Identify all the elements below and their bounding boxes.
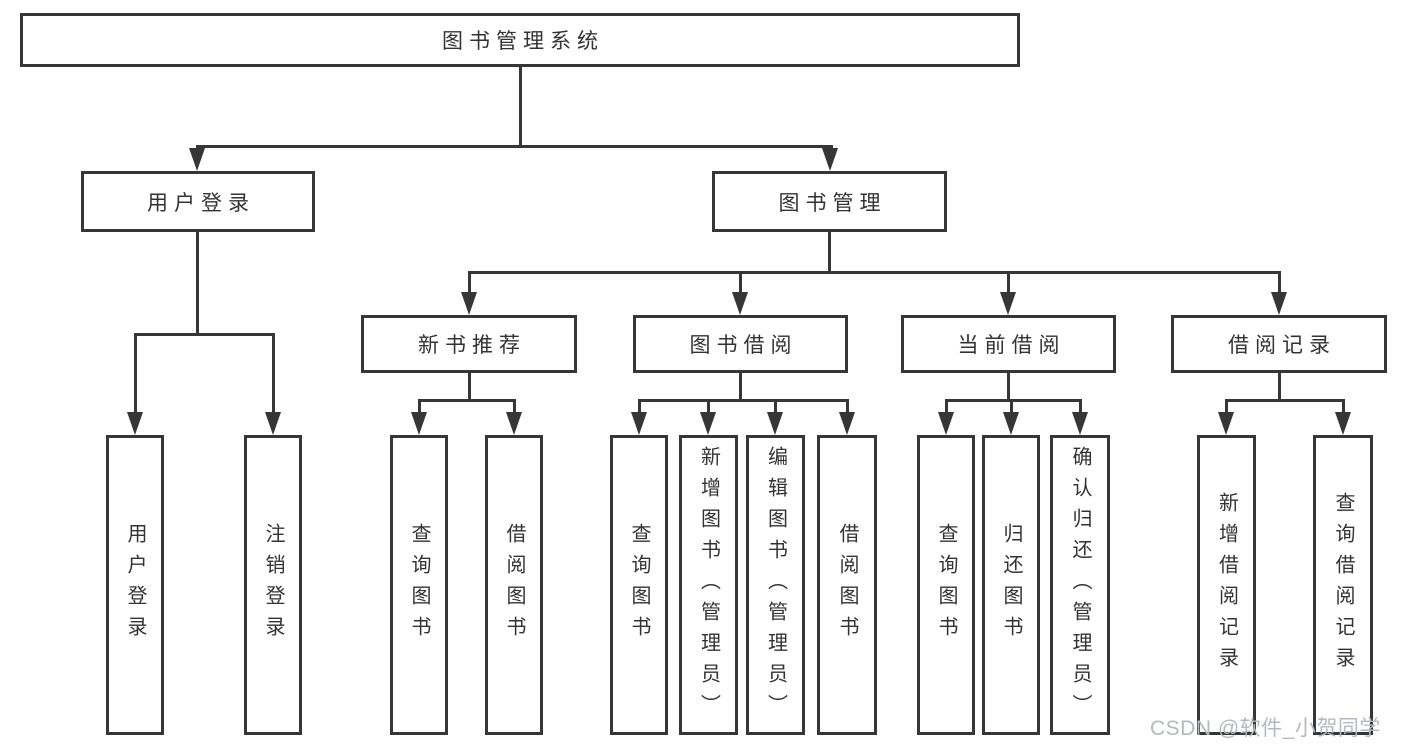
leaf-label: 查询借阅记录 bbox=[1332, 492, 1354, 678]
connector-line bbox=[1225, 399, 1228, 416]
connector-line bbox=[1079, 399, 1082, 416]
node-book-management: 图书管理 bbox=[712, 171, 947, 232]
leaf-query-books-current: 查询图书 bbox=[917, 435, 975, 735]
leaf-borrow-books: 借阅图书 bbox=[817, 435, 877, 735]
leaf-borrow-books-recommend: 借阅图书 bbox=[485, 435, 543, 735]
node-current-borrow: 当前借阅 bbox=[901, 315, 1116, 373]
connector-line bbox=[1278, 271, 1281, 297]
arrow-down-icon bbox=[1003, 412, 1019, 435]
arrow-down-icon bbox=[189, 148, 205, 171]
connector-line bbox=[846, 399, 849, 416]
connector-line bbox=[468, 271, 471, 297]
arrow-down-icon bbox=[822, 148, 838, 171]
node-new-book-recommend-label: 新书推荐 bbox=[418, 334, 526, 357]
node-borrow-records: 借阅记录 bbox=[1171, 315, 1387, 373]
leaf-query-books-recommend: 查询图书 bbox=[390, 435, 448, 735]
leaf-label: 新增借阅记录 bbox=[1215, 492, 1238, 678]
leaf-label: 确认归还（管理员） bbox=[1069, 445, 1091, 725]
connector-line bbox=[1342, 399, 1345, 416]
connector-line bbox=[418, 399, 421, 416]
leaf-label: 借阅图书 bbox=[836, 523, 858, 647]
leaf-logout: 注销登录 bbox=[244, 435, 302, 735]
node-book-borrow: 图书借阅 bbox=[633, 315, 848, 373]
arrow-down-icon bbox=[411, 412, 427, 435]
connector-line bbox=[739, 373, 742, 402]
connector-line bbox=[513, 399, 516, 416]
arrow-down-icon bbox=[700, 412, 716, 435]
connector-line bbox=[638, 399, 641, 416]
leaf-query-borrow-record: 查询借阅记录 bbox=[1313, 435, 1373, 735]
leaf-return-books: 归还图书 bbox=[982, 435, 1040, 735]
leaf-user-login: 用户登录 bbox=[106, 435, 164, 735]
arrow-down-icon bbox=[1000, 292, 1016, 315]
connector-line bbox=[196, 232, 199, 334]
arrow-down-icon bbox=[461, 292, 477, 315]
connector-line bbox=[638, 399, 849, 402]
node-user-login: 用户登录 bbox=[81, 171, 315, 232]
node-current-borrow-label: 当前借阅 bbox=[957, 334, 1066, 357]
leaf-label: 查询图书 bbox=[628, 523, 650, 647]
arrow-down-icon bbox=[732, 292, 748, 315]
connector-line bbox=[196, 145, 833, 148]
node-user-login-label: 用户登录 bbox=[147, 191, 255, 215]
connector-line bbox=[134, 333, 137, 413]
connector-line bbox=[739, 271, 742, 297]
arrow-down-icon bbox=[1271, 292, 1287, 315]
connector-line bbox=[1278, 373, 1281, 402]
arrow-down-icon bbox=[767, 412, 783, 435]
leaf-edit-books-admin: 编辑图书（管理员） bbox=[746, 435, 805, 735]
leaf-add-borrow-record: 新增借阅记录 bbox=[1197, 435, 1256, 735]
connector-line bbox=[945, 399, 948, 416]
leaf-query-books-borrow: 查询图书 bbox=[610, 435, 668, 735]
leaf-add-books-admin: 新增图书（管理员） bbox=[679, 435, 738, 735]
leaf-label: 查询图书 bbox=[935, 523, 957, 647]
arrow-down-icon bbox=[265, 412, 281, 435]
leaf-label: 编辑图书（管理员） bbox=[764, 445, 787, 725]
connector-line bbox=[468, 271, 1280, 274]
leaf-label: 查询图书 bbox=[408, 523, 430, 647]
connector-line bbox=[828, 232, 831, 274]
node-root-label: 图书管理系统 bbox=[442, 30, 604, 53]
arrow-down-icon bbox=[127, 412, 143, 435]
node-root: 图书管理系统 bbox=[20, 13, 1020, 67]
connector-line bbox=[134, 333, 274, 336]
leaf-label: 注销登录 bbox=[262, 523, 284, 647]
node-book-management-label: 图书管理 bbox=[778, 191, 887, 215]
leaf-label: 借阅图书 bbox=[503, 523, 525, 647]
connector-line bbox=[272, 333, 275, 413]
connector-line bbox=[945, 399, 1081, 402]
connector-line bbox=[1225, 399, 1344, 402]
connector-line bbox=[1007, 271, 1010, 297]
connector-line bbox=[707, 399, 710, 416]
leaf-label: 新增图书（管理员） bbox=[697, 445, 720, 725]
node-new-book-recommend: 新书推荐 bbox=[361, 315, 577, 373]
leaf-confirm-return-admin: 确认归还（管理员） bbox=[1050, 435, 1110, 735]
leaf-label: 用户登录 bbox=[124, 523, 146, 647]
connector-line bbox=[418, 399, 516, 402]
connector-line bbox=[774, 399, 777, 416]
arrow-down-icon bbox=[938, 412, 954, 435]
connector-line bbox=[1010, 399, 1013, 416]
connector-line bbox=[1007, 373, 1010, 402]
arrow-down-icon bbox=[1335, 412, 1351, 435]
arrow-down-icon bbox=[1072, 412, 1088, 435]
watermark: CSDN @软件_小贺同学 bbox=[1150, 717, 1381, 740]
arrow-down-icon bbox=[506, 412, 522, 435]
arrow-down-icon bbox=[839, 412, 855, 435]
connector-line bbox=[519, 65, 522, 147]
node-borrow-records-label: 借阅记录 bbox=[1228, 334, 1336, 357]
connector-line bbox=[468, 373, 471, 402]
leaf-label: 归还图书 bbox=[1000, 523, 1022, 647]
arrow-down-icon bbox=[1218, 412, 1234, 435]
node-book-borrow-label: 图书借阅 bbox=[689, 334, 798, 357]
arrow-down-icon bbox=[631, 412, 647, 435]
